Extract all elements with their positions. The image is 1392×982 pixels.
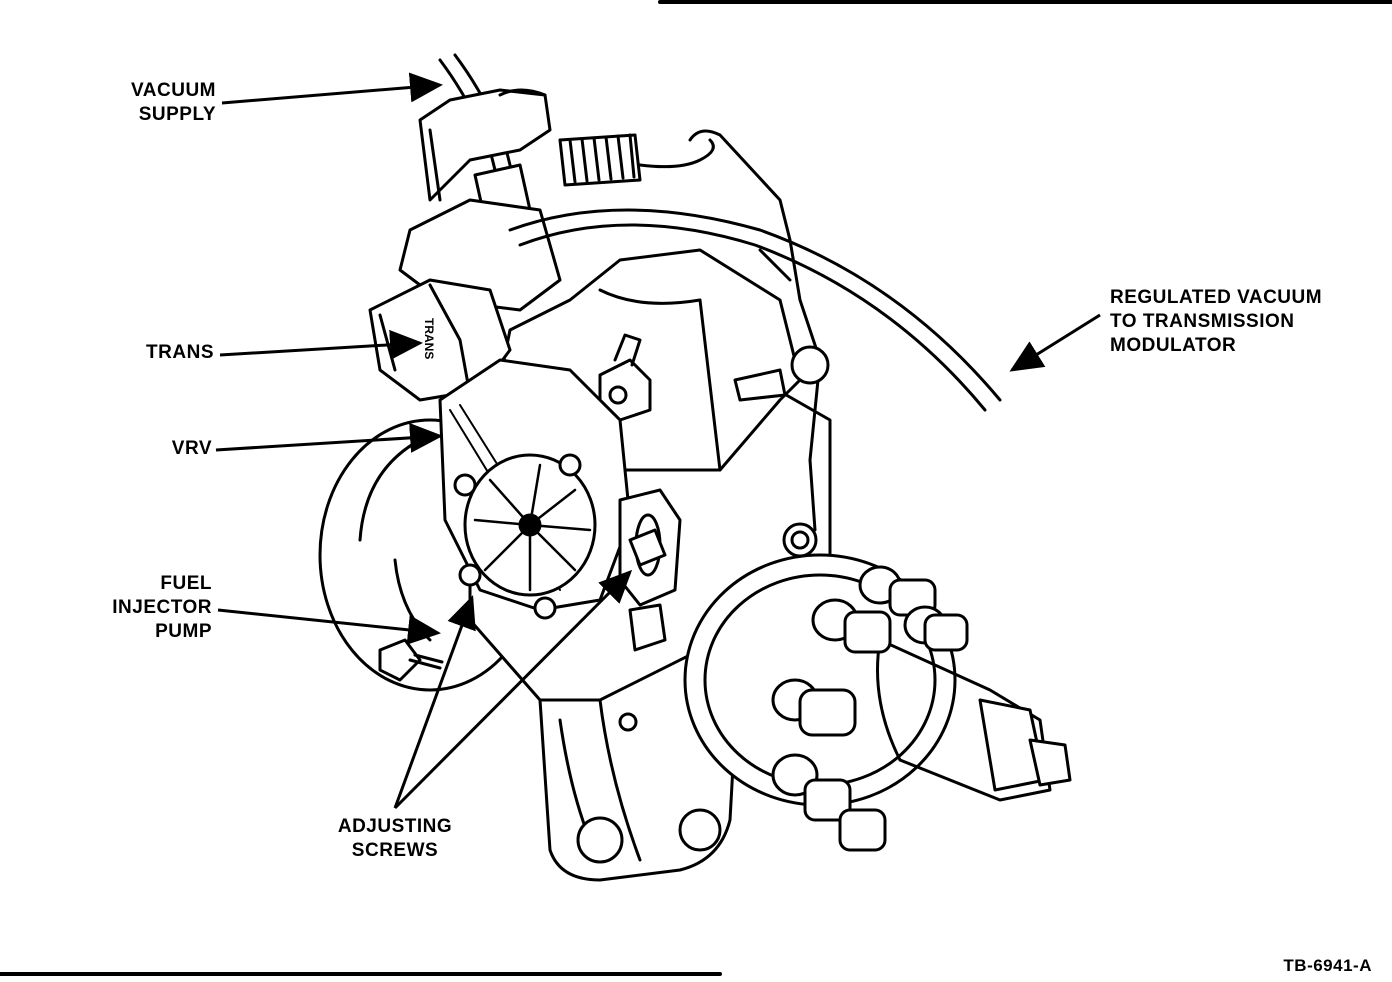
label-vacuum-supply-line-1: VACUUM: [131, 80, 216, 101]
tension-spring: [558, 133, 715, 187]
delivery-valve-fittings: [771, 565, 969, 852]
label-adjusting-screws: ADJUSTING SCREWS: [320, 815, 470, 863]
adjustment-slot: [618, 488, 682, 652]
label-regulated-line-3: MODULATOR: [1110, 335, 1237, 356]
fitting-6: [838, 808, 887, 852]
label-fuel-line-3: PUMP: [155, 621, 212, 642]
label-adjusting-line-1: ADJUSTING: [337, 816, 453, 837]
vrv-upper-block: [398, 88, 562, 312]
trans-housing-text: TRANS: [422, 318, 436, 359]
label-fuel-line-1: FUEL: [160, 573, 212, 594]
leader-vrv: [215, 422, 443, 453]
leader-vacuum-supply: [221, 72, 443, 105]
label-regulated-line-1: REGULATED VACUUM: [1110, 287, 1323, 308]
label-regulated-vacuum: REGULATED VACUUM TO TRANSMISSION MODULAT…: [1110, 286, 1370, 358]
label-fuel-injector-pump: FUEL INJECTOR PUMP: [80, 572, 212, 644]
leader-trans: [219, 329, 423, 360]
label-vrv-line-1: VRV: [171, 438, 212, 459]
fitting-4: [771, 678, 857, 737]
fitting-5: [771, 753, 852, 822]
leader-regulated-vacuum: [1009, 313, 1101, 372]
label-vacuum-supply-line-2: SUPPLY: [138, 104, 216, 125]
label-vrv: VRV: [100, 437, 212, 461]
leader-fuel-pump: [217, 608, 441, 645]
label-fuel-line-2: INJECTOR: [112, 597, 212, 618]
fitting-1: [811, 598, 892, 654]
regulated-vacuum-tube: [508, 208, 1002, 412]
label-adjusting-line-2: SCREWS: [351, 840, 439, 861]
label-regulated-line-2: TO TRANSMISSION: [1110, 311, 1295, 332]
vrv-body: [438, 358, 632, 620]
figure-id: TB-6941-A: [1200, 954, 1372, 978]
trans-valve-housing: [368, 278, 512, 402]
label-trans: TRANS: [100, 341, 214, 365]
label-trans-line-1: TRANS: [146, 342, 214, 363]
label-vacuum-supply: VACUUM SUPPLY: [100, 79, 216, 127]
fitting-3: [903, 605, 969, 652]
leader-adjusting-2: [393, 569, 633, 810]
figure-id-text: TB-6941-A: [1283, 956, 1372, 975]
leader-adjusting-1: [393, 595, 476, 809]
